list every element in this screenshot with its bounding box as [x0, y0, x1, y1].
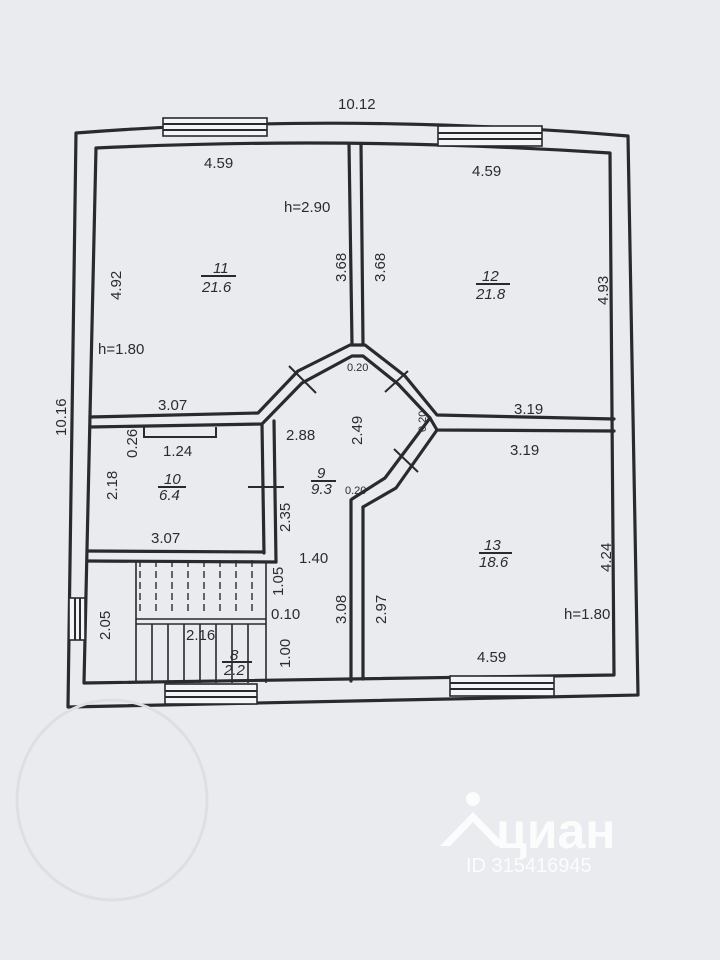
room-9-label: 9 9.3 — [311, 465, 336, 498]
room-11-area: 21.6 — [201, 279, 232, 296]
dim-r11-left: 4.92 — [108, 271, 125, 300]
overall-height: 10.16 — [53, 398, 70, 436]
height-room11: h=1.80 — [98, 341, 144, 358]
wall-corridor-13 — [349, 498, 365, 683]
window-left — [68, 597, 86, 641]
dim-r12-top: 4.59 — [472, 163, 501, 180]
room-8-label: 8 2.2 — [222, 647, 252, 679]
room-12-label: 12 21.8 — [475, 268, 510, 303]
dim-corr-right: 3.08 — [333, 595, 350, 624]
dim-stair-left: 2.05 — [97, 611, 114, 640]
dim-stair-c: 2.16 — [186, 627, 215, 644]
watermark-id: ID 315416945 — [466, 855, 592, 877]
watermark-logo-icon — [440, 792, 506, 846]
dim-hall-height: 2.49 — [349, 416, 366, 445]
window-top-left — [162, 117, 268, 137]
room-12-area: 21.8 — [475, 286, 506, 303]
wall-11-12 — [347, 142, 365, 346]
door-tick-1 — [288, 365, 317, 394]
room-9-number: 9 — [317, 465, 326, 482]
staircase — [135, 560, 267, 683]
dim-r12-right: 4.93 — [595, 276, 612, 305]
height-main: h=2.90 — [284, 199, 330, 216]
dim-hall-lower: 1.40 — [299, 550, 328, 567]
dim-r10-bottom: 3.07 — [151, 530, 180, 547]
dim-r10-left: 2.18 — [104, 471, 121, 500]
room-13-number: 13 — [484, 537, 501, 554]
watermark: циан ID 315416945 — [440, 792, 615, 877]
room-10-area: 6.4 — [159, 487, 180, 504]
door-tick-3 — [393, 448, 419, 473]
room-8-area: 2.2 — [223, 662, 246, 679]
dim-r13-top: 3.19 — [510, 442, 539, 459]
height-room13: h=1.80 — [564, 606, 610, 623]
faint-stamp — [15, 698, 209, 902]
dim-r10-notch: 0.26 — [124, 429, 141, 458]
dim-stair-b: 0.10 — [271, 606, 300, 623]
dim-r11-top: 4.59 — [204, 155, 233, 172]
window-bottom-left — [164, 683, 258, 705]
dim-r13-bottom: 4.59 — [477, 649, 506, 666]
room10-wall-right — [260, 419, 278, 564]
overall-width: 10.12 — [338, 96, 376, 113]
outer-wall-inner — [82, 141, 616, 685]
dim-r12-left: 3.68 — [372, 253, 389, 282]
dim-r11-bottom: 3.07 — [158, 397, 187, 414]
room10-wall-bottom — [86, 549, 278, 564]
window-top-right — [437, 125, 543, 147]
dim-r10-right: 2.35 — [277, 503, 294, 532]
dim-stair-a: 1.05 — [270, 567, 287, 596]
dim-r10-top: 1.24 — [163, 443, 192, 460]
room-10-label: 10 6.4 — [158, 471, 186, 504]
room-10-number: 10 — [164, 471, 181, 488]
dim-hall-left: 2.88 — [286, 427, 315, 444]
dim-r13-right: 4.24 — [598, 543, 615, 572]
dim-wall-a: 0.20 — [347, 362, 368, 374]
dim-wall-c: 0.20 — [345, 485, 366, 497]
door-tick-2 — [384, 370, 409, 393]
watermark-brand: циан — [496, 803, 615, 859]
window-bottom-right — [449, 675, 555, 697]
room-9-area: 9.3 — [311, 481, 333, 498]
room-12-number: 12 — [482, 268, 499, 285]
room-11-label: 11 21.6 — [201, 260, 236, 296]
room-13-area: 18.6 — [479, 554, 509, 571]
dim-r12-bottom: 3.19 — [514, 401, 543, 418]
dim-stair-d: 1.00 — [277, 639, 294, 668]
room-11-number: 11 — [213, 260, 229, 277]
hall-wall-outer — [88, 343, 616, 421]
room-8-number: 8 — [230, 647, 239, 664]
hall-wall-inner — [88, 354, 616, 433]
room10-notch — [143, 427, 217, 438]
wall-hall-13 — [350, 416, 439, 509]
dim-r11-right: 3.68 — [333, 253, 350, 282]
dim-wall-b: 0.20 — [417, 411, 429, 432]
room-13-label: 13 18.6 — [479, 537, 512, 571]
dim-r13-left: 2.97 — [373, 595, 390, 624]
